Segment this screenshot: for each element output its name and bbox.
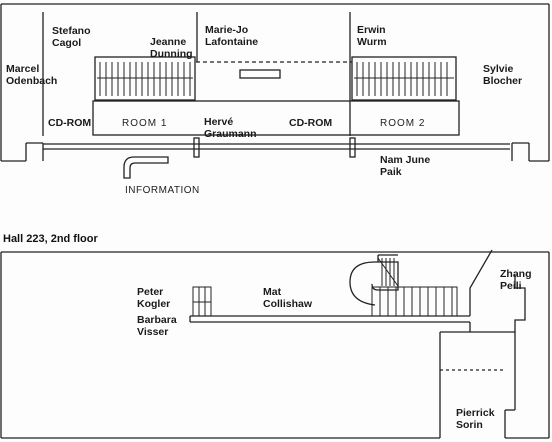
label-cd-rom-left: CD-ROM [48,117,92,129]
label-marie-jo-lafontaine: Marie-Jo Lafontaine [205,24,259,48]
label-barbara-visser: Barbara Visser [137,314,177,338]
label-room-2: ROOM 2 [380,118,426,129]
label-sylvie-blocher: Sylvie Blocher [483,63,523,87]
label-mat-collishaw: Mat Collishaw [263,286,313,310]
label-room-1: ROOM 1 [122,118,168,129]
label-herve-graumann: Hervé Graumann [204,116,257,140]
label-erwin-wurm: Erwin Wurm [357,24,387,48]
label-information: INFORMATION [125,185,200,196]
label-marcel-odenbach: Marcel Odenbach [6,63,58,87]
label-nam-june-paik: Nam June Paik [380,154,431,178]
label-pierrick-sorin: Pierrick Sorin [456,407,495,431]
floor2-outline [0,251,550,439]
label-cd-rom-right: CD-ROM [289,117,333,129]
label-stefano-cagol: Stefano Cagol [52,25,91,49]
label-zhang-peili: Zhang Peili [500,268,532,292]
label-jeanne-dunning: Jeanne Dunning [150,36,193,60]
floor2-title: Hall 223, 2nd floor [3,233,98,245]
floor1-outline [0,3,550,162]
label-peter-kogler: Peter Kogler [137,286,171,310]
